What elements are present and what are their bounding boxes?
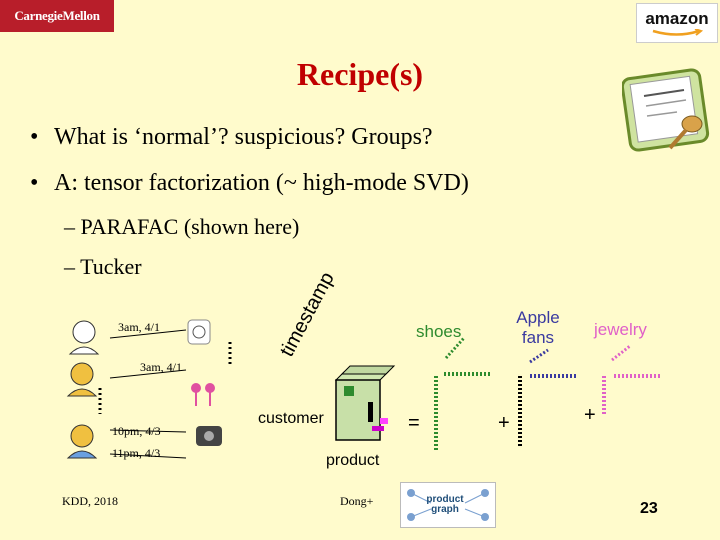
- footer-author: Dong+: [340, 494, 374, 508]
- person-icon: [66, 424, 98, 459]
- plus-sign: +: [584, 404, 596, 426]
- axis-product: product: [326, 452, 380, 469]
- tensor-diagram: [66, 319, 660, 459]
- product-graph-text: product graph: [426, 494, 464, 515]
- factor-jewelry: [602, 344, 660, 416]
- plus-sign: +: [498, 412, 510, 434]
- factor-shoes: [434, 336, 492, 450]
- amazon-logo-text: amazon: [645, 9, 709, 28]
- footer-venue: KDD, 2018: [62, 494, 118, 508]
- label-shoes: shoes: [416, 322, 462, 341]
- label-jewelry: jewelry: [594, 320, 647, 339]
- time-label: 3am, 4/1: [118, 320, 160, 334]
- bullet-2: • A: tensor factorization (~ high-mode SV…: [30, 170, 469, 197]
- slide-title: Recipe(s): [296, 56, 424, 92]
- recipe-icon: [622, 68, 710, 152]
- page-number: 23: [640, 500, 658, 517]
- time-label: 10pm, 4/3: [112, 424, 161, 438]
- bullet-text: What is ‘normal’? suspicious? Groups?: [54, 124, 433, 150]
- tensor-cube: [334, 365, 396, 441]
- time-label: 3am, 4/1: [140, 360, 182, 374]
- sub-bullet-2: – Tucker: [64, 254, 142, 279]
- person-icon: [66, 362, 98, 397]
- watch-icon: [187, 319, 211, 345]
- amazon-smile-icon: [652, 29, 704, 36]
- bullet-1: • What is ‘normal’? suspicious? Groups?: [30, 124, 433, 151]
- label-apple-fans: Apple fans: [516, 308, 560, 347]
- sub-bullet-1: – PARAFAC (shown here): [64, 214, 300, 239]
- person-icon: [68, 320, 100, 355]
- bullet-dot: •: [30, 170, 39, 196]
- graph-icon: [407, 489, 489, 521]
- earbuds-icon: [191, 383, 215, 406]
- bullet-dot: •: [30, 124, 39, 150]
- amazon-logo: amazon: [636, 3, 718, 43]
- axis-customer: customer: [258, 410, 324, 427]
- time-label: 11pm, 4/3: [112, 446, 161, 460]
- equals-sign: =: [408, 412, 420, 434]
- cmu-logo: CarnegieMellon: [0, 0, 114, 32]
- speaker-icon: [196, 426, 222, 446]
- factor-apple-fans: [518, 348, 578, 448]
- product-graph-logo: product graph: [400, 482, 496, 528]
- bullet-text: A: tensor factorization (~ high-mode SVD…: [54, 170, 469, 196]
